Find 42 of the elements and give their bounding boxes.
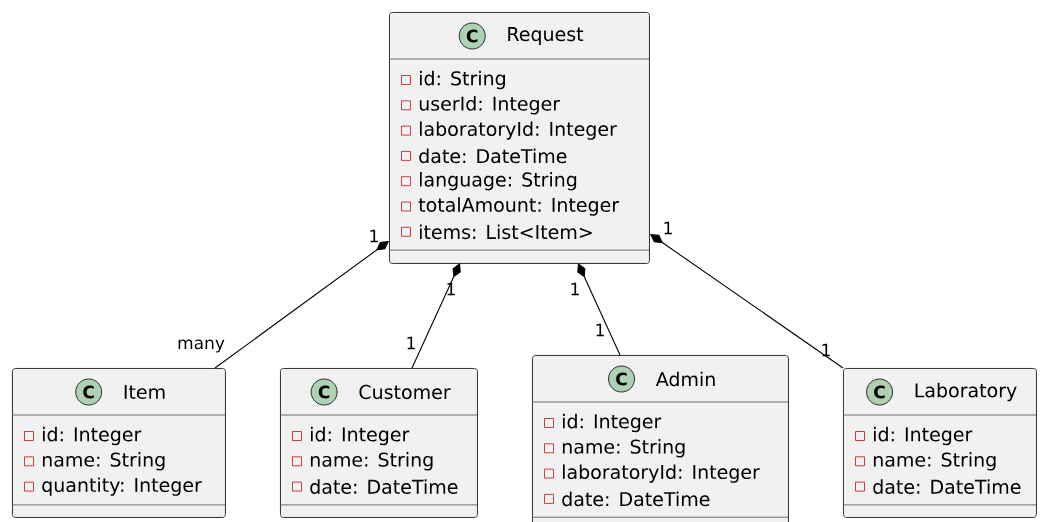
attribute-text: date: DateTime xyxy=(419,148,567,164)
attribute-text: name: String xyxy=(562,439,685,458)
multiplicity-label: 1 xyxy=(596,323,604,337)
class-name: Request xyxy=(508,27,584,45)
attribute-text: id: Integer xyxy=(311,426,410,446)
multiplicity-label: many xyxy=(178,339,225,353)
composition-line xyxy=(577,263,621,356)
attribute-text: name: String xyxy=(310,452,433,471)
attribute-text: date: DateTime xyxy=(562,491,710,507)
attribute-text: quantity: Integer xyxy=(42,477,202,496)
class-name: Item xyxy=(124,384,165,400)
attribute-text: date: DateTime xyxy=(873,479,1021,494)
attribute-text: laboratoryId: Integer xyxy=(420,121,617,140)
attribute-text: date: DateTime xyxy=(310,479,458,494)
class-name: Customer xyxy=(359,384,451,400)
attribute-text: userId: Integer xyxy=(419,96,561,115)
attribute-text: name: String xyxy=(873,452,996,471)
attribute-text: id: Integer xyxy=(563,413,662,433)
attribute-text: id: String xyxy=(420,70,505,90)
composition-line xyxy=(650,234,844,369)
class-box xyxy=(279,368,478,518)
multiplicity-label: 1 xyxy=(370,229,378,243)
attribute-text: items: List<Item> xyxy=(420,224,592,240)
attribute-text: totalAmount: Integer xyxy=(418,197,620,216)
multiplicity-label: 1 xyxy=(447,282,455,296)
multiplicity-label: 1 xyxy=(822,343,830,357)
attribute-text: id: Integer xyxy=(43,426,142,446)
attribute-text: name: String xyxy=(42,452,165,471)
multiplicity-label: 1 xyxy=(571,282,579,296)
class-name: Laboratory xyxy=(915,382,1017,402)
multiplicity-label: 1 xyxy=(664,221,672,235)
class-box xyxy=(531,355,789,522)
composition-line xyxy=(214,241,389,369)
composition-line xyxy=(411,263,461,369)
attribute-text: id: Integer xyxy=(874,426,973,446)
attribute-text: language: String xyxy=(420,172,577,191)
multiplicity-label: 1 xyxy=(407,336,415,350)
attribute-text: laboratoryId: Integer xyxy=(563,464,760,483)
class-box xyxy=(388,12,650,264)
class-box xyxy=(11,368,226,518)
class-name: Admin xyxy=(655,371,715,387)
class-box xyxy=(842,368,1037,518)
